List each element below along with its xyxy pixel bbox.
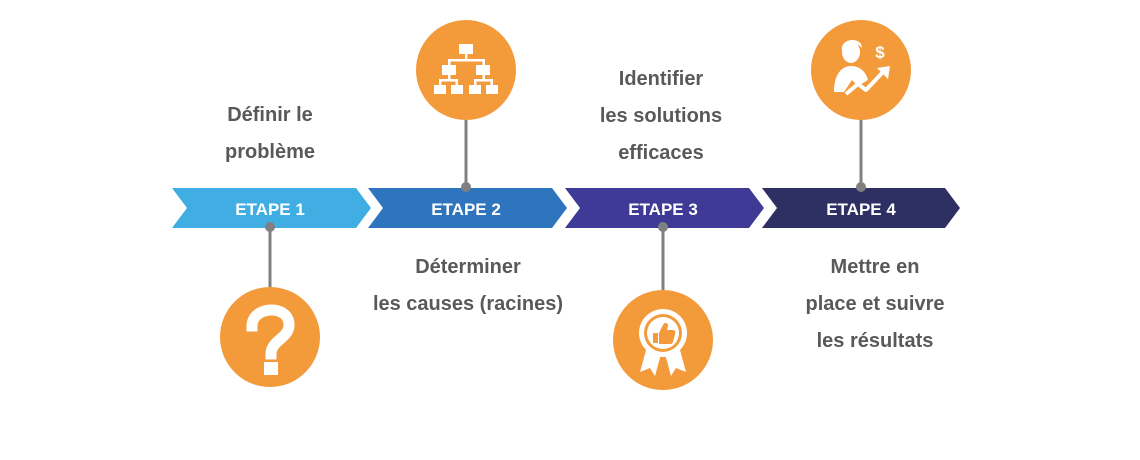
step-3-description-line-3: efficaces xyxy=(618,142,704,164)
step-4-description-line-3: les résultats xyxy=(816,330,934,352)
step-1-description-line-1: Définir le xyxy=(227,104,313,126)
step-2-description: Déterminer les causes (racines) xyxy=(353,249,583,323)
step-4-description: Mettre en place et suivre les résultats xyxy=(760,249,990,360)
step-1-label: ETAPE 1 xyxy=(235,200,305,219)
step-1-description-line-2: problème xyxy=(224,141,316,163)
step-3-description-line-1: Identifier xyxy=(618,68,704,90)
step-chevron-4: ETAPE 4 xyxy=(762,188,960,228)
dollar-sign-glyph: $ xyxy=(875,43,885,62)
step-4-description-line-2: place et suivre xyxy=(805,293,945,315)
connector-step-2 xyxy=(461,120,471,192)
connector-step-1 xyxy=(265,222,275,293)
question-mark-icon xyxy=(220,287,320,387)
step-2-description-line-1: Déterminer xyxy=(415,256,521,278)
person-growth-dollar-icon: $ xyxy=(811,20,911,120)
step-3-description: Identifier les solutions efficaces xyxy=(546,61,776,172)
step-2-description-line-2: les causes (racines) xyxy=(372,293,564,315)
step-3-label: ETAPE 3 xyxy=(628,200,698,219)
step-chevron-2-shape xyxy=(368,188,567,228)
step-4-description-line-1: Mettre en xyxy=(830,256,920,278)
step-chevron-4-shape xyxy=(762,188,960,228)
step-2-label: ETAPE 2 xyxy=(431,200,501,219)
award-thumbs-up-icon xyxy=(613,290,713,390)
step-chevron-3-shape xyxy=(565,188,764,228)
step-3-description-line-2: les solutions xyxy=(599,105,723,127)
step-4-label: ETAPE 4 xyxy=(826,200,896,219)
step-chevron-3: ETAPE 3 xyxy=(565,188,764,228)
hierarchy-org-chart-icon xyxy=(416,20,516,120)
step-chevron-2: ETAPE 2 xyxy=(368,188,567,228)
step-chevron-1: ETAPE 1 xyxy=(172,188,371,228)
connector-step-3 xyxy=(658,222,668,290)
step-1-description: Définir le problème xyxy=(155,97,385,171)
connector-step-4 xyxy=(856,118,866,192)
step-chevron-1-shape xyxy=(172,188,371,228)
